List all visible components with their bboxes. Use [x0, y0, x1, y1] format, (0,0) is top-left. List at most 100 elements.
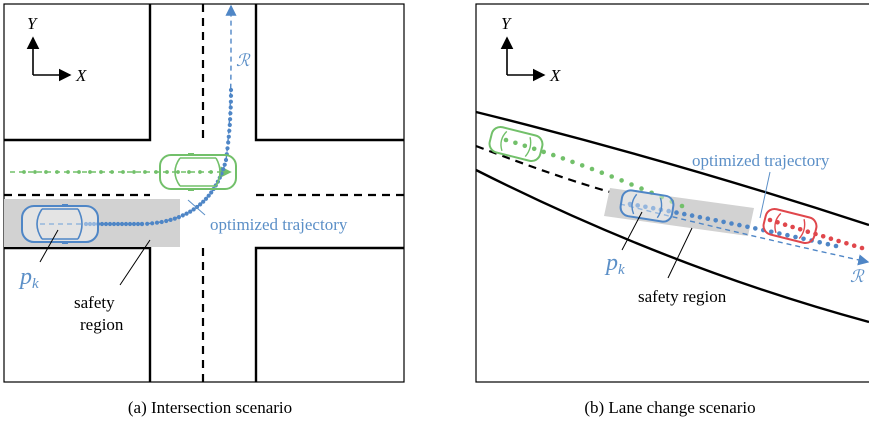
- trajectory-point: [689, 213, 695, 218]
- trajectory-point: [797, 227, 803, 232]
- trajectory-point: [226, 134, 231, 139]
- trajectory-point: [91, 221, 97, 227]
- trajectory-point: [110, 170, 114, 174]
- trajectory-point: [121, 170, 125, 174]
- trajectory-point: [801, 236, 806, 242]
- trajectory-point: [222, 162, 227, 167]
- caption-a: (a) Intersection scenario: [127, 398, 293, 417]
- trajectory-point: [143, 170, 147, 174]
- trajectory-point: [228, 99, 233, 104]
- red-vehicle-trajectory-points: [767, 217, 865, 251]
- trajectory-point: [609, 174, 614, 179]
- red-car-icon: [762, 208, 818, 244]
- lane-change-scenario-panel: Y X ℛ optimized trajectory pk safety reg…: [475, 3, 869, 383]
- trajectory-point: [127, 221, 133, 227]
- trajectory-point: [522, 143, 528, 149]
- trajectory-point: [176, 215, 181, 220]
- trajectory-point: [198, 202, 203, 207]
- trajectory-point: [164, 218, 169, 224]
- blue-car-icon: [619, 189, 675, 223]
- trajectory-point: [119, 221, 125, 227]
- trajectory-point: [228, 93, 234, 98]
- trajectory-point: [674, 210, 679, 215]
- trajectory-point: [99, 221, 105, 227]
- axis-y-label: Y: [27, 14, 38, 33]
- lane-center-dashes: [4, 4, 404, 382]
- trajectory-point: [99, 170, 103, 174]
- trajectory-point: [191, 207, 196, 212]
- trajectory-point: [228, 117, 233, 122]
- trajectory-point: [643, 204, 648, 210]
- trajectory-point: [131, 221, 137, 227]
- trajectory-point: [844, 241, 849, 246]
- trajectory-point: [721, 219, 726, 225]
- trajectory-point: [859, 245, 865, 251]
- trajectory-point: [551, 152, 556, 158]
- curved-lane-dashes: [475, 144, 611, 194]
- trajectory-point: [22, 170, 26, 174]
- trajectory-point: [228, 105, 233, 110]
- trajectory-point: [228, 87, 234, 93]
- trajectory-point: [154, 170, 158, 174]
- xy-axis-arrows-icon: [26, 36, 72, 82]
- trajectory-point: [599, 170, 605, 175]
- blue-car-icon: [21, 204, 99, 244]
- axis-x-label: X: [75, 66, 87, 85]
- trajectory-point: [729, 221, 734, 226]
- trajectory-label: optimized trajectory: [210, 215, 348, 234]
- safety-label-line2: region: [80, 315, 124, 334]
- trajectory-point: [83, 221, 89, 227]
- trajectory-point: [165, 170, 169, 174]
- panel-b-frame: [475, 3, 869, 383]
- trajectory-point: [188, 209, 193, 214]
- trajectory-point: [135, 221, 141, 227]
- reference-label: ℛ: [236, 51, 251, 70]
- trajectory-point: [753, 226, 758, 231]
- trajectory-point: [639, 186, 644, 191]
- trajectory-pointer-line: [759, 171, 771, 219]
- trajectory-point: [180, 213, 185, 218]
- trajectory-point: [77, 170, 81, 174]
- trajectory-point: [227, 128, 232, 133]
- trajectory-point: [560, 156, 566, 161]
- trajectory-point: [209, 170, 213, 174]
- trajectory-point: [682, 211, 687, 217]
- trajectory-point: [825, 241, 831, 247]
- trajectory-point: [107, 221, 113, 227]
- pose-pointer-line: [621, 211, 643, 251]
- trajectory-point: [172, 216, 177, 221]
- green-car-icon: [159, 153, 237, 191]
- safety-pointer-line: [667, 227, 693, 279]
- trajectory-point: [66, 170, 70, 174]
- trajectory-point: [194, 204, 200, 210]
- trajectory-point: [154, 220, 160, 225]
- pose-label: pk: [604, 250, 625, 278]
- trajectory-point: [785, 232, 790, 238]
- trajectory-point: [159, 219, 164, 225]
- trajectory-point: [44, 170, 48, 174]
- trajectory-point: [805, 229, 811, 234]
- safety-label-line1: safety: [74, 293, 115, 312]
- trajectory-point: [650, 205, 656, 211]
- trajectory-point: [541, 149, 546, 155]
- trajectory-point: [209, 190, 214, 195]
- trajectory-point: [223, 157, 229, 163]
- axis-y-label: Y: [501, 14, 512, 33]
- trajectory-point: [793, 234, 798, 240]
- trajectory-point: [206, 193, 211, 198]
- trajectory-point: [745, 224, 750, 230]
- trajectory-point: [187, 170, 191, 174]
- trajectory-point: [713, 218, 718, 223]
- trajectory-point: [123, 221, 129, 227]
- trajectory-point: [817, 240, 822, 245]
- trajectory-point: [145, 221, 150, 226]
- trajectory-point: [198, 170, 202, 174]
- trajectory-point: [503, 137, 509, 143]
- trajectory-point: [579, 163, 585, 168]
- trajectory-point: [767, 217, 773, 223]
- caption-b: (b) Lane change scenario: [584, 398, 756, 417]
- xy-axis-arrows-icon: [500, 36, 546, 82]
- trajectory-point: [635, 203, 640, 208]
- trajectory-point: [203, 196, 209, 201]
- axis-x-label: X: [549, 66, 561, 85]
